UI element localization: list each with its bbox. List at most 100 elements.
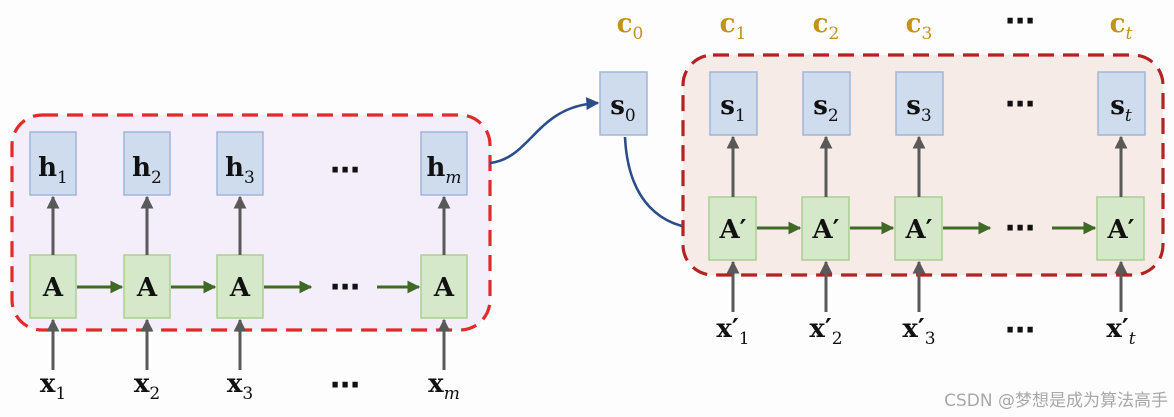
encoder-input-ellipsis: ⋯ bbox=[330, 368, 360, 403]
context-label-0: c0 bbox=[617, 9, 644, 44]
label-sub: 1 bbox=[736, 24, 747, 44]
encoder-hidden-box-m bbox=[420, 131, 468, 196]
label-base: x′ bbox=[809, 314, 832, 344]
decoder-cell-label-3: A′ bbox=[904, 215, 932, 245]
label-sub: 3 bbox=[925, 329, 936, 349]
encoder-cell-box-m bbox=[420, 254, 468, 319]
decoder-input-label-t: x′t bbox=[1106, 314, 1135, 349]
decoder-state-box-2 bbox=[802, 71, 851, 136]
label-sub: 1 bbox=[735, 106, 746, 126]
decoder-input-label-2: x′2 bbox=[809, 314, 842, 349]
encoder-cell-label-3: A bbox=[229, 273, 251, 303]
label-sub: 0 bbox=[633, 24, 644, 44]
context-ellipsis: ⋯ bbox=[1005, 4, 1035, 39]
decoder-cell-box-1 bbox=[708, 196, 757, 261]
label-sub: t bbox=[1126, 24, 1133, 44]
encoder-input-label-2: x2 bbox=[134, 369, 160, 404]
label-sub: 0 bbox=[625, 106, 636, 126]
encoder-hidden-label-m: hm bbox=[426, 153, 461, 188]
label-base: s bbox=[720, 91, 735, 121]
encoder-input-label-1: x1 bbox=[40, 369, 66, 404]
context-label-2: c2 bbox=[813, 9, 840, 44]
decoder-state-box-3 bbox=[895, 71, 944, 136]
label-sub: 3 bbox=[921, 106, 932, 126]
label-sub: t bbox=[1125, 106, 1132, 126]
decoder-initial-state-box bbox=[599, 71, 648, 136]
context-label-t: ct bbox=[1110, 9, 1133, 44]
label-base: x bbox=[40, 369, 56, 399]
label-base: h bbox=[426, 153, 445, 183]
decoder-cell-box-3 bbox=[894, 196, 943, 261]
decoder-cell-label-1: A′ bbox=[718, 215, 746, 245]
encoder-cell-ellipsis: ⋯ bbox=[330, 270, 360, 305]
decoder-state-label-t: st bbox=[1110, 91, 1132, 126]
decoder-state-box-t bbox=[1097, 71, 1146, 136]
decoder-state-ellipsis: ⋯ bbox=[1005, 87, 1035, 122]
label-base: c bbox=[1110, 9, 1126, 39]
label-sub: m bbox=[444, 384, 460, 404]
label-base: s bbox=[906, 91, 921, 121]
decoder-input-ellipsis: ⋯ bbox=[1005, 313, 1035, 348]
label-base: x bbox=[227, 369, 243, 399]
label-sub: t bbox=[1129, 329, 1136, 349]
encoder-hidden-box-3 bbox=[216, 131, 264, 196]
decoder-cell-box-2 bbox=[801, 196, 850, 261]
label-sub: 3 bbox=[242, 384, 253, 404]
label-base: c bbox=[720, 9, 736, 39]
label-sub: 3 bbox=[244, 168, 255, 188]
encoder-hidden-label-3: h3 bbox=[225, 153, 255, 188]
label-sub: 2 bbox=[151, 168, 162, 188]
label-sub: 1 bbox=[57, 168, 68, 188]
label-base: x′ bbox=[716, 314, 739, 344]
label-base: c bbox=[813, 9, 829, 39]
label-sub: m bbox=[445, 168, 461, 188]
decoder-cell-box-t bbox=[1096, 196, 1145, 261]
decoder-state-label-3: s3 bbox=[906, 91, 931, 126]
encoder-cell-box-3 bbox=[216, 254, 264, 319]
encoder-cell-label-m: A bbox=[433, 273, 455, 303]
encoder-input-label-3: x3 bbox=[227, 369, 253, 404]
encoder-input-label-m: xm bbox=[428, 369, 460, 404]
context-label-3: c3 bbox=[906, 9, 933, 44]
encoder-hidden-box-1 bbox=[29, 131, 77, 196]
label-base: x′ bbox=[1106, 314, 1129, 344]
label-sub: 2 bbox=[832, 329, 843, 349]
label-base: x bbox=[428, 369, 444, 399]
encoder-hidden-label-2: h2 bbox=[132, 153, 162, 188]
context-label-1: c1 bbox=[720, 9, 747, 44]
label-sub: 2 bbox=[149, 384, 160, 404]
encoder-cell-box-2 bbox=[123, 254, 171, 319]
label-base: x bbox=[134, 369, 150, 399]
decoder-cell-ellipsis: ⋯ bbox=[1005, 211, 1035, 246]
decoder-cell-label-t: A′ bbox=[1106, 215, 1134, 245]
decoder-input-label-3: x′3 bbox=[902, 314, 935, 349]
label-base: x′ bbox=[902, 314, 925, 344]
encoder-cell-label-2: A bbox=[136, 273, 158, 303]
label-base: h bbox=[38, 153, 57, 183]
encoder-cell-box-1 bbox=[29, 254, 77, 319]
encoder-hidden-box-2 bbox=[123, 131, 171, 196]
watermark: CSDN @梦想是成为算法高手 bbox=[944, 391, 1168, 411]
encoder-hidden-ellipsis: ⋯ bbox=[330, 153, 360, 188]
label-sub: 2 bbox=[828, 106, 839, 126]
decoder-state-label-2: s2 bbox=[813, 91, 838, 126]
decoder-initial-state-label: s0 bbox=[610, 91, 635, 126]
label-base: c bbox=[906, 9, 922, 39]
decoder-cell-label-2: A′ bbox=[811, 215, 839, 245]
decoder-state-box-1 bbox=[709, 71, 758, 136]
encoder-cell-label-1: A bbox=[42, 273, 64, 303]
label-base: s bbox=[1110, 91, 1125, 121]
label-base: h bbox=[132, 153, 151, 183]
encoder-hidden-label-1: h1 bbox=[38, 153, 68, 188]
label-base: s bbox=[813, 91, 828, 121]
label-base: h bbox=[225, 153, 244, 183]
encoder-to-s0-arrow bbox=[489, 97, 600, 165]
label-sub: 1 bbox=[55, 384, 66, 404]
label-sub: 3 bbox=[922, 24, 933, 44]
label-base: s bbox=[610, 91, 625, 121]
label-sub: 1 bbox=[739, 329, 750, 349]
label-base: c bbox=[617, 9, 633, 39]
label-sub: 2 bbox=[829, 24, 840, 44]
decoder-input-label-1: x′1 bbox=[716, 314, 749, 349]
